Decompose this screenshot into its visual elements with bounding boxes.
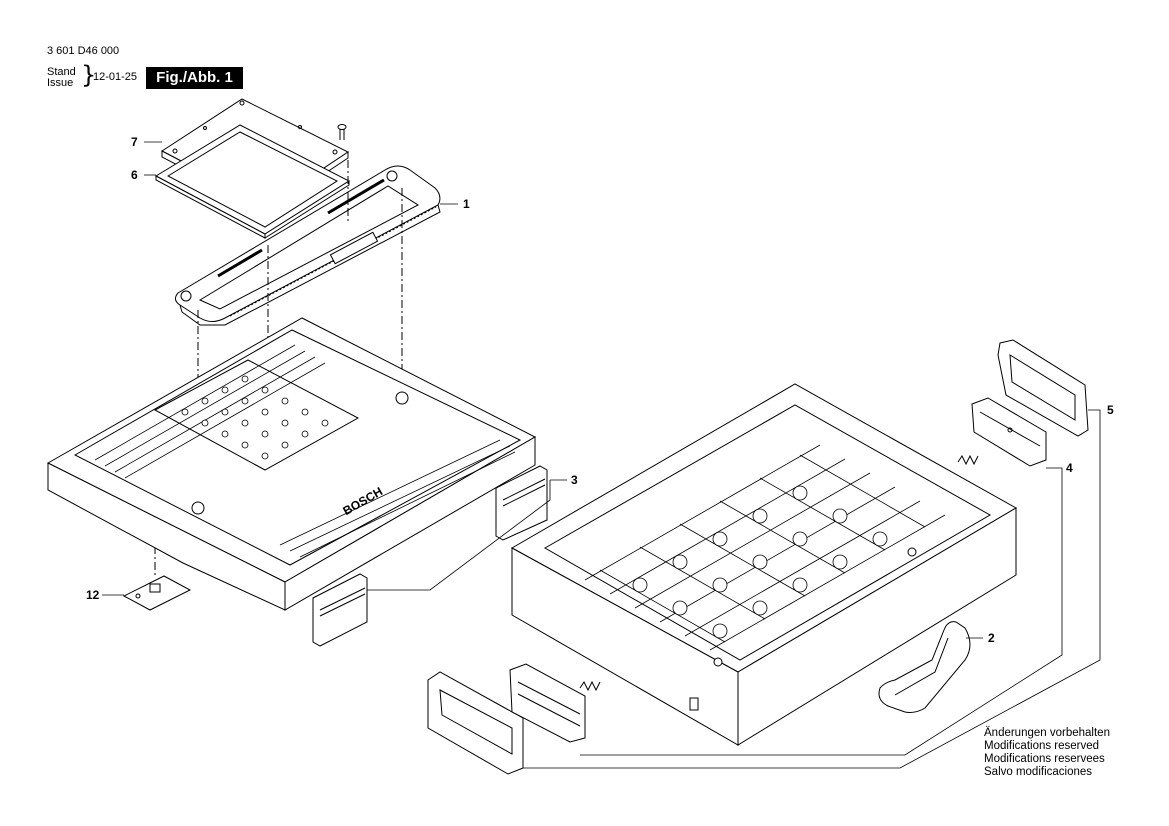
callout-6: 6 bbox=[131, 168, 138, 182]
callout-4: 4 bbox=[1066, 461, 1073, 475]
part-2-tray-handle bbox=[878, 621, 971, 713]
modification-notice: Änderungen vorbehalten Modifications res… bbox=[984, 727, 1110, 779]
brace-icon: } bbox=[81, 61, 97, 89]
screw bbox=[337, 124, 347, 140]
part-5-latch-frame bbox=[997, 339, 1089, 437]
latch-spring-lower bbox=[579, 680, 601, 692]
part-1-handle bbox=[174, 165, 441, 326]
leader-lines bbox=[102, 141, 1101, 769]
callout-7: 7 bbox=[131, 135, 138, 149]
part-12-circuit-board bbox=[122, 575, 192, 611]
callout-2: 2 bbox=[988, 631, 995, 645]
storage-tray bbox=[510, 383, 1018, 746]
stand-label: Stand bbox=[47, 66, 76, 78]
callout-1: 1 bbox=[463, 197, 470, 211]
part-4-latch-mechanism bbox=[971, 397, 1047, 467]
part-3-latch-cover-rear bbox=[312, 573, 368, 647]
callout-5: 5 bbox=[1107, 403, 1114, 417]
part-3-latch-cover-front bbox=[495, 465, 548, 541]
latch-frame-lower bbox=[427, 671, 524, 775]
latch-spring-right bbox=[957, 454, 979, 466]
notice-line-fr: Modifications reservees bbox=[984, 753, 1105, 765]
callout-3: 3 bbox=[571, 473, 578, 487]
issue-date: 12-01-25 bbox=[93, 71, 138, 83]
notice-line-es: Salvo modificaciones bbox=[984, 766, 1093, 778]
callout-12: 12 bbox=[86, 588, 100, 602]
part-6-gasket bbox=[154, 124, 351, 239]
figure-badge: Fig./Abb. 1 bbox=[146, 67, 243, 89]
handle-pins bbox=[217, 178, 385, 278]
latch-mechanism-lower bbox=[509, 663, 586, 743]
issue-label: Issue bbox=[47, 77, 74, 89]
notice-line-en: Modifications reserved bbox=[984, 740, 1100, 752]
lid-shell: BOSCH bbox=[46, 317, 537, 611]
document-number: 3 601 D46 000 bbox=[47, 45, 120, 57]
notice-line-de: Änderungen vorbehalten bbox=[984, 727, 1110, 739]
